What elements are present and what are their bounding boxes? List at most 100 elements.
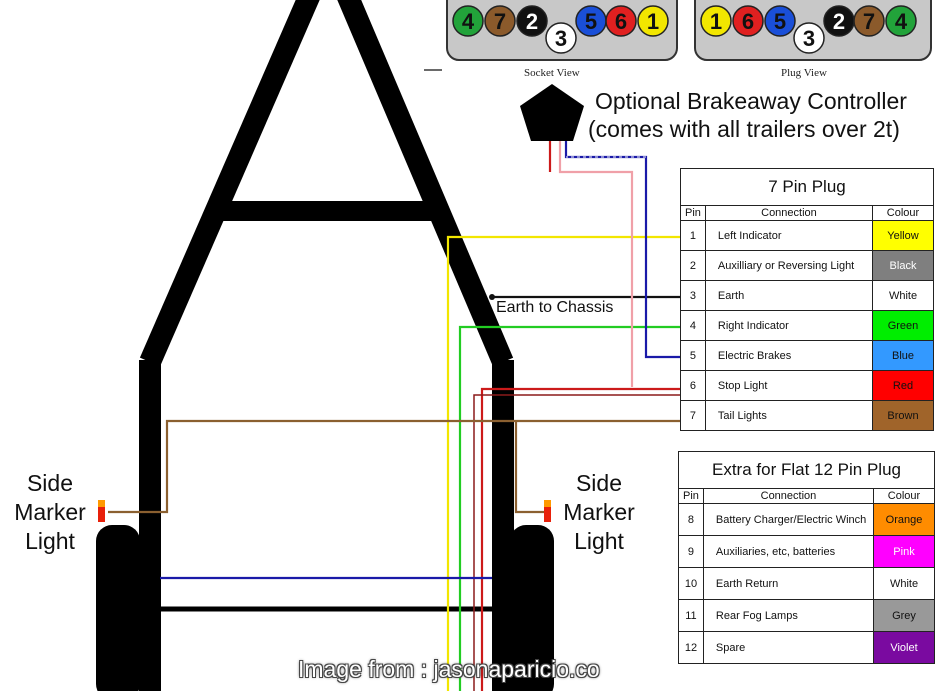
side-marker-left-line1: Side — [26, 470, 74, 496]
socket-pin-4 — [452, 5, 484, 37]
wire-darkred — [473, 394, 682, 691]
seven-pin-header-colour: Colour — [872, 205, 934, 221]
side-marker-label-left: Side Marker Light — [0, 469, 100, 556]
twelve-pin-colour: Orange — [873, 503, 935, 536]
socket-pin-3 — [545, 22, 577, 54]
side-marker-lamp-left — [98, 500, 105, 522]
socket-view-label: Socket View — [524, 67, 580, 79]
seven-pin-colour: Green — [872, 310, 934, 341]
brakeaway-subtitle: (comes with all trailers over 2t) — [588, 116, 900, 142]
twelve-pin-pin-number: 10 — [678, 567, 704, 600]
seven-pin-colour: White — [872, 280, 934, 311]
brakeaway-controller-icon — [520, 84, 584, 141]
socket-pin-6 — [605, 5, 637, 37]
seven-pin-pin-number: 3 — [680, 280, 706, 311]
trailer-frame — [139, 0, 514, 691]
twelve-pin-header-colour: Colour — [873, 488, 935, 504]
twelve-pin-table: Extra for Flat 12 Pin Plug Pin Connectio… — [678, 451, 935, 664]
socket-pin-label-4: 4 — [462, 9, 475, 34]
plug-pin-5 — [764, 5, 796, 37]
twelve-pin-header-connection: Connection — [702, 488, 875, 504]
twelve-pin-title: Extra for Flat 12 Pin Plug — [678, 451, 935, 489]
side-marker-left-line2: Marker — [14, 499, 86, 525]
socket-pin-label-5: 5 — [585, 9, 597, 34]
seven-pin-colour: Red — [872, 370, 934, 401]
wire-pink — [558, 141, 634, 387]
plug-pin-label-5: 5 — [774, 9, 786, 34]
side-marker-lamp-left-amber — [98, 500, 105, 507]
side-marker-lamp-right-amber — [544, 500, 551, 507]
side-marker-right-line2: Marker — [563, 499, 635, 525]
plug-pin-label-7: 7 — [863, 9, 875, 34]
seven-pin-pin-number: 5 — [680, 340, 706, 371]
plug-pin-label-3: 3 — [803, 26, 815, 51]
seven-pin-pin-number: 4 — [680, 310, 706, 341]
plug-pin-label-4: 4 — [895, 9, 908, 34]
socket-pin-label-6: 6 — [615, 9, 627, 34]
wire-green — [458, 325, 682, 691]
seven-pin-connection: Earth — [704, 280, 874, 311]
plug-pin-label-1: 1 — [710, 9, 722, 34]
twelve-pin-pin-number: 8 — [678, 503, 704, 536]
wires — [108, 141, 682, 691]
seven-pin-header-pin: Pin — [680, 205, 706, 221]
seven-pin-colour: Black — [872, 250, 934, 281]
seven-pin-pin-number: 1 — [680, 220, 706, 251]
socket-pin-label-7: 7 — [494, 9, 506, 34]
side-marker-left-line3: Light — [25, 528, 75, 554]
seven-pin-colour: Brown — [872, 400, 934, 431]
wheel-right — [510, 525, 554, 691]
wire-red — [480, 387, 682, 691]
seven-pin-colour: Blue — [872, 340, 934, 371]
seven-pin-pin-number: 7 — [680, 400, 706, 431]
plug-pin-7 — [853, 5, 885, 37]
twelve-pin-connection: Spare — [702, 631, 875, 664]
brakeaway-title: Optional Brakeaway Controller — [595, 88, 907, 114]
twelve-pin-connection: Earth Return — [702, 567, 875, 600]
twelve-pin-pin-number: 12 — [678, 631, 704, 664]
side-marker-right-line3: Light — [574, 528, 624, 554]
plug-pin-3 — [793, 22, 825, 54]
socket-pin-2 — [516, 5, 548, 37]
side-marker-label-right: Side Marker Light — [549, 469, 649, 556]
plug-pin-6 — [732, 5, 764, 37]
twelve-pin-connection: Auxiliaries, etc, batteries — [702, 535, 875, 568]
twelve-pin-colour: White — [873, 567, 935, 600]
socket-pin-1 — [637, 5, 669, 37]
side-marker-lamp-right — [544, 500, 551, 522]
twelve-pin-pin-number: 9 — [678, 535, 704, 568]
seven-pin-connection: Right Indicator — [704, 310, 874, 341]
earth-to-chassis-label: Earth to Chassis — [496, 299, 614, 316]
seven-pin-pin-number: 2 — [680, 250, 706, 281]
socket-pin-label-2: 2 — [526, 9, 538, 34]
wire-yellow — [446, 235, 682, 691]
twelve-pin-colour: Violet — [873, 631, 935, 664]
seven-pin-connection: Stop Light — [704, 370, 874, 401]
socket-pin-7 — [484, 5, 516, 37]
socket-pin-label-1: 1 — [647, 9, 659, 34]
plug-pin-4 — [885, 5, 917, 37]
twelve-pin-connection: Rear Fog Lamps — [702, 599, 875, 632]
twelve-pin-colour: Grey — [873, 599, 935, 632]
earth-point — [489, 294, 495, 300]
seven-pin-connection: Auxilliary or Reversing Light — [704, 250, 874, 281]
image-credit-watermark: Image from : jasonaparicio.co — [298, 656, 600, 682]
seven-pin-connection: Tail Lights — [704, 400, 874, 431]
seven-pin-colour: Yellow — [872, 220, 934, 251]
wire-brown-right — [514, 421, 548, 514]
plug-pin-1 — [700, 5, 732, 37]
